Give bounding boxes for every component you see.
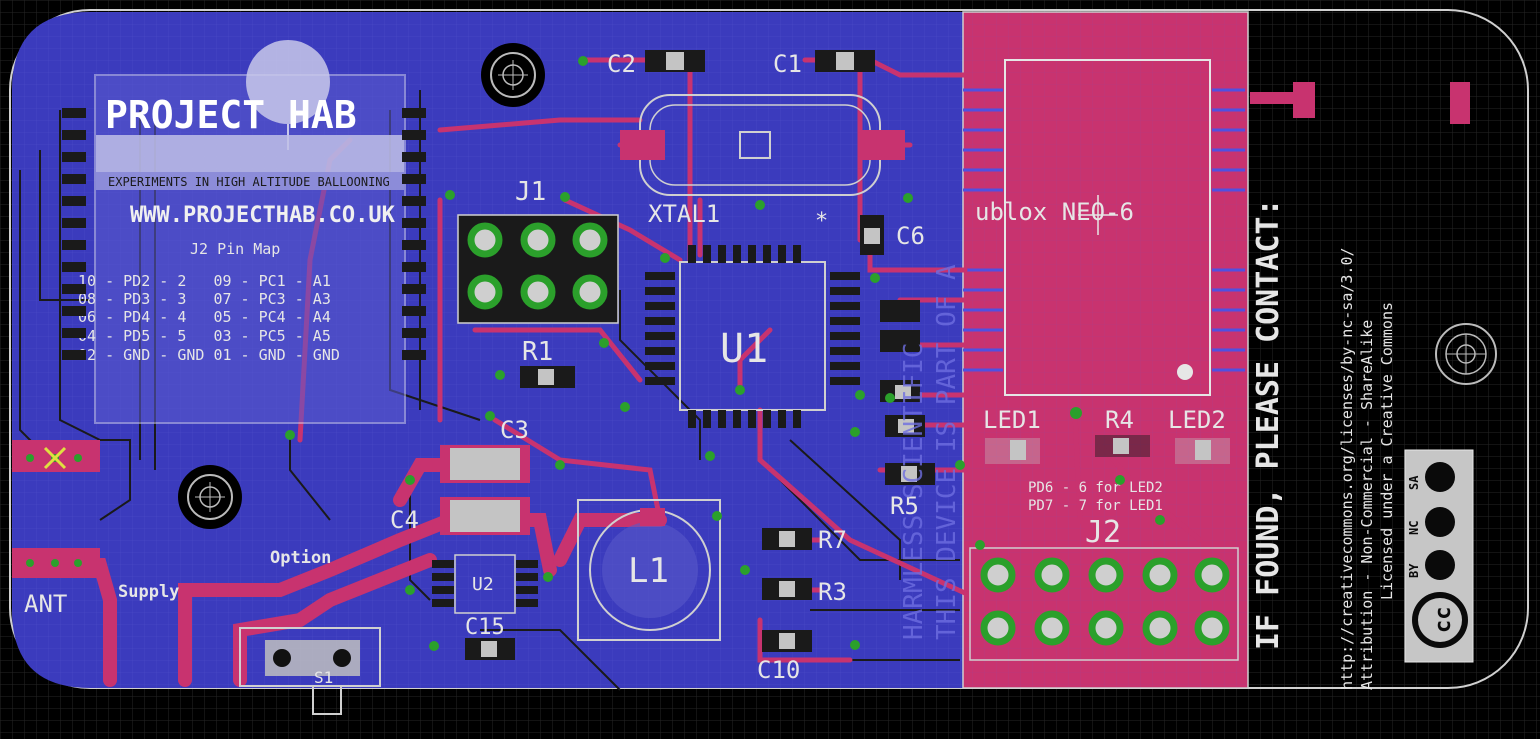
logo-subtitle: EXPERIMENTS IN HIGH ALTITUDE BALLOONING (108, 175, 390, 189)
if-found-text: IF FOUND, PLEASE CONTACT: (1251, 198, 1286, 650)
l1-label: L1 (628, 551, 669, 591)
switch-s1[interactable]: S1 (239, 627, 381, 715)
supply-label: Supply (118, 582, 179, 602)
cc-badge: cc BY NC SA (1404, 449, 1474, 663)
c1-label: C1 (773, 50, 802, 78)
crystal-xtal1[interactable]: XTAL1 (620, 94, 905, 228)
mount-hole-left[interactable] (178, 465, 242, 529)
capacitor-c15[interactable]: C15 (465, 615, 515, 660)
ant-label: ANT (24, 590, 67, 618)
antenna-pad-top (1293, 82, 1315, 118)
gps-pin1-marker (1177, 364, 1193, 380)
harmless-text: HARMLESS SCIENTIFIC (899, 343, 929, 640)
resistor-r3[interactable]: R3 (762, 578, 847, 606)
connector-ant[interactable]: ANT (12, 548, 100, 618)
logo-url: WWW.PROJECTHAB.CO.UK (130, 203, 396, 228)
capacitor-c4[interactable]: C4 (390, 497, 530, 535)
c2-label: C2 (607, 50, 636, 78)
antenna-trace (1250, 92, 1300, 104)
pin-map-row: 10 - PD2 - 2 09 - PC1 - A1 (78, 272, 331, 290)
capacitor-c3[interactable]: C3 (440, 416, 530, 483)
option-label: Option (270, 548, 331, 568)
contact-text-block: IF FOUND, PLEASE CONTACT: Licensed under… (1251, 198, 1396, 690)
connector-j1[interactable]: J1 (457, 177, 619, 324)
pin-map-row: 06 - PD4 - 4 05 - PC4 - A4 (78, 308, 331, 326)
passive-stack-right[interactable] (880, 300, 925, 437)
antenna-pad (1450, 82, 1470, 124)
j1-label: J1 (515, 177, 546, 207)
gps-pads-left (963, 88, 1003, 372)
u1-pin1-marker: * (815, 209, 828, 234)
capacitor-c10[interactable]: C10 (757, 630, 812, 684)
pin-map-row: 08 - PD3 - 3 07 - PC3 - A3 (78, 290, 331, 308)
logo-block: PROJECT HAB EXPERIMENTS IN HIGH ALTITUDE… (94, 40, 406, 424)
connector-left-top[interactable] (12, 440, 100, 472)
led-led1[interactable]: LED1 (983, 406, 1041, 464)
r3-label: R3 (818, 578, 847, 606)
led-note-2: PD7 - 7 for LED1 (1028, 498, 1163, 514)
c3-label: C3 (500, 416, 529, 444)
resistor-r4[interactable]: R4 (1095, 406, 1150, 457)
cc-sa-label: SA (1407, 475, 1421, 490)
u2-label: U2 (472, 574, 494, 595)
r5-label: R5 (890, 492, 919, 520)
resistor-r7[interactable]: R7 (762, 526, 847, 554)
c6-label: C6 (896, 222, 925, 250)
led2-label: LED2 (1168, 406, 1226, 434)
c10-label: C10 (757, 656, 800, 684)
this-device-text: THIS DEVICE IS PART OF A (932, 264, 962, 640)
resistor-r5[interactable]: R5 (885, 463, 935, 520)
led-note-1: PD6 - 6 for LED2 (1028, 480, 1163, 496)
gps-label: ublox NEO-6 (975, 198, 1134, 226)
pin-map-title: J2 Pin Map (190, 240, 280, 258)
cc-by-label: BY (1407, 563, 1421, 578)
header-left-pads (62, 108, 86, 360)
ic-u1[interactable]: U1 * (645, 209, 860, 428)
led1-label: LED1 (983, 406, 1041, 434)
pin-map-row: 02 - GND - GND 01 - GND - GND (78, 346, 340, 364)
sa-icon (1425, 462, 1455, 492)
c4-label: C4 (390, 506, 419, 534)
vias (285, 56, 1165, 651)
r1-label: R1 (522, 337, 553, 367)
gps-pads-right (1212, 88, 1245, 372)
license-line-3: http://creativecommons.org/licenses/by-n… (1338, 247, 1356, 690)
resistor-r1[interactable]: R1 (520, 337, 575, 388)
xtal1-label: XTAL1 (648, 200, 720, 228)
c15-label: C15 (465, 615, 505, 640)
balloon-icon (246, 40, 330, 124)
s1-label: S1 (314, 668, 333, 687)
mount-hole-top[interactable] (481, 43, 545, 107)
r7-label: R7 (818, 526, 847, 554)
mount-hole-right[interactable] (1435, 323, 1497, 385)
inductor-l1[interactable]: L1 (577, 499, 721, 641)
ic-u2[interactable]: U2 (432, 554, 538, 614)
bottom-silk-text: HARMLESS SCIENTIFIC THIS DEVICE IS PART … (899, 264, 962, 640)
license-line-2: Attribution - Non-Commercial - ShareAlik… (1358, 320, 1376, 690)
r4-label: R4 (1105, 406, 1134, 434)
nc-icon (1425, 507, 1455, 537)
capacitor-c2[interactable]: C2 (607, 50, 705, 78)
pin-map: J2 Pin Map 10 - PD2 - 2 09 - PC1 - A1 08… (78, 240, 340, 364)
u1-label: U1 (720, 326, 768, 372)
by-icon (1425, 550, 1455, 580)
j2-label: J2 (1085, 515, 1121, 550)
capacitor-c1[interactable]: C1 (773, 50, 875, 78)
connector-j2[interactable]: J2 (969, 515, 1239, 661)
gps-module-body (1004, 59, 1211, 396)
logo-title: PROJECT HAB (105, 93, 357, 137)
cc-icon: cc (1431, 607, 1456, 634)
pin-map-row: 04 - PD5 - 5 03 - PC5 - A5 (78, 327, 331, 345)
license-line-1: Licensed under a Creative Commons (1378, 302, 1396, 600)
cc-nc-label: NC (1407, 521, 1421, 535)
header-right-pads (402, 108, 426, 360)
capacitor-c6[interactable]: C6 (860, 215, 925, 255)
led-led2[interactable]: LED2 (1168, 406, 1230, 464)
